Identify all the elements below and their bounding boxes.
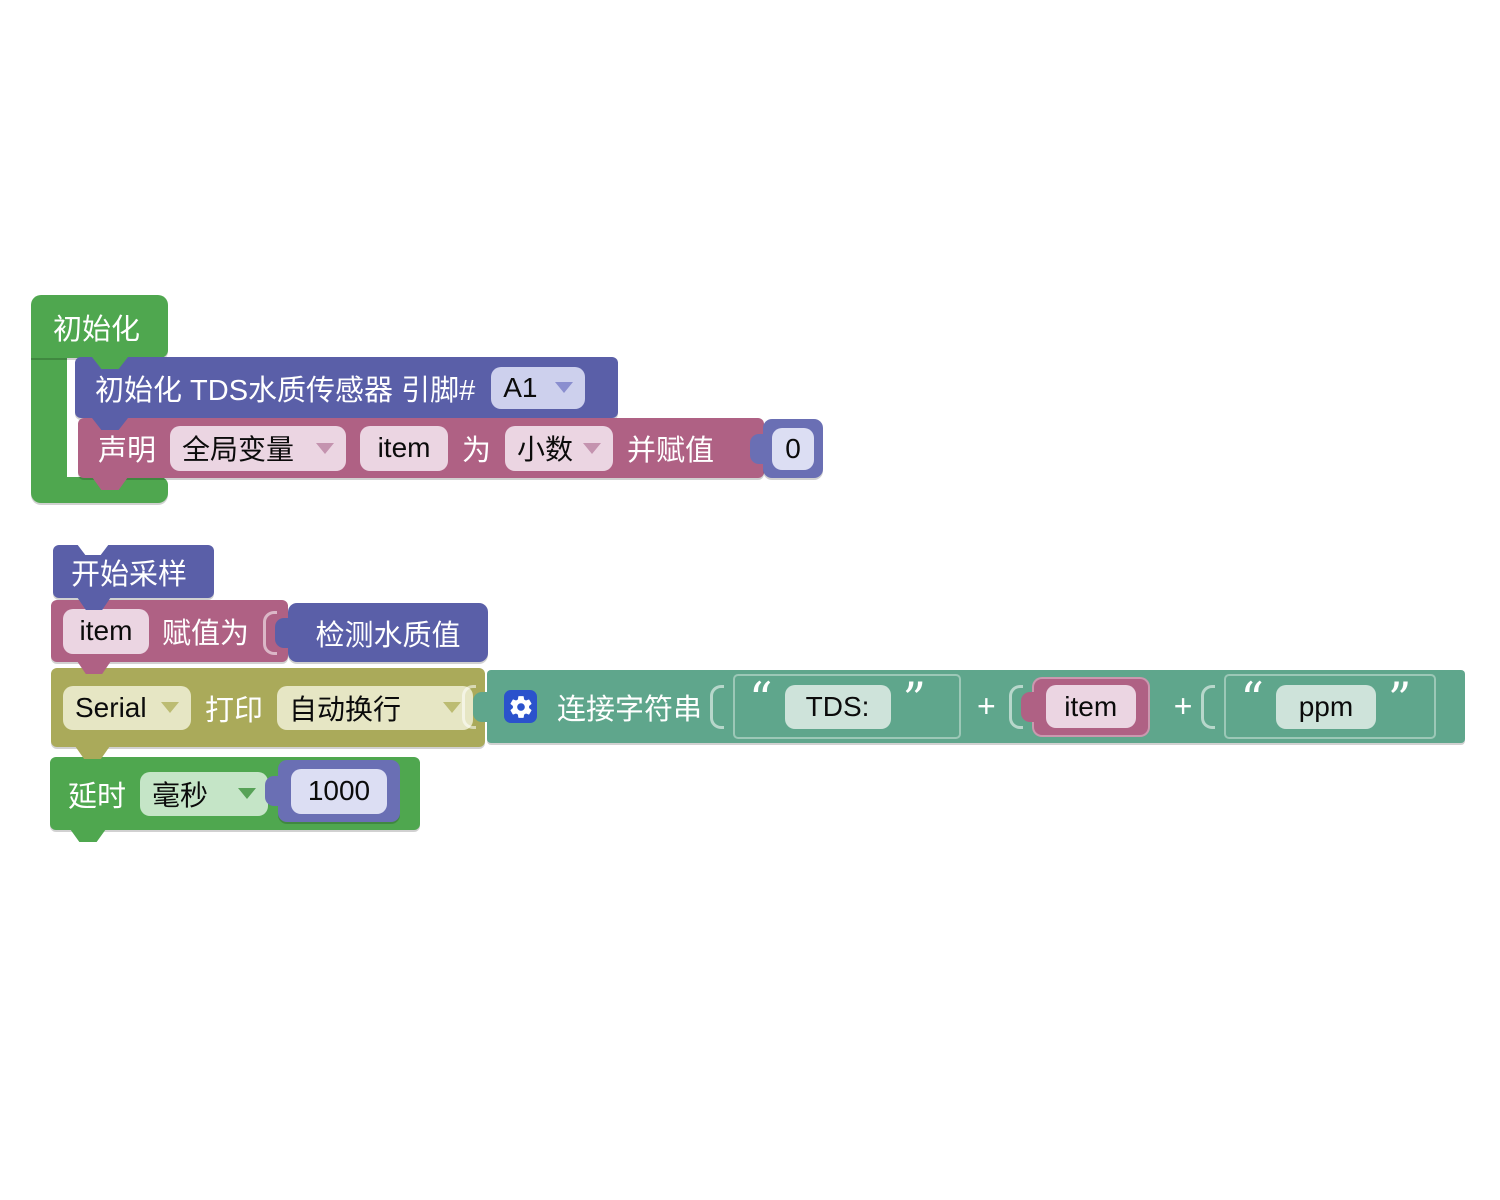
- delay-unit-dropdown[interactable]: 毫秒: [140, 771, 269, 816]
- gear-icon: [509, 695, 532, 718]
- dropdown-arrow-icon: [316, 442, 335, 454]
- variable-field[interactable]: item: [63, 608, 149, 654]
- puzzle-tab: [275, 617, 291, 648]
- plus-operator: +: [977, 688, 996, 724]
- pin-dropdown[interactable]: A1: [491, 366, 586, 409]
- socket-outline: [1008, 684, 1023, 729]
- concat-label: 连接字符串: [557, 693, 703, 726]
- declare-label: 声明: [98, 435, 157, 467]
- delay-unit-value: 毫秒: [152, 779, 209, 811]
- connector-tab: [92, 418, 128, 430]
- number-field-1000[interactable]: 1000: [291, 768, 387, 814]
- connector-tab: [92, 357, 128, 369]
- assign-to-label: 赋值为: [162, 618, 250, 650]
- print-label: 打印: [205, 694, 264, 727]
- item-variable-field[interactable]: item: [1045, 685, 1136, 728]
- dropdown-arrow-icon: [583, 442, 602, 454]
- connector-tab: [70, 829, 106, 842]
- newline-dropdown[interactable]: 自动换行: [277, 685, 474, 730]
- pin-dropdown-value: A1: [503, 371, 538, 403]
- string-block-tds[interactable]: “ TDS: ”: [710, 674, 962, 739]
- string-block-ppm[interactable]: “ ppm ”: [1201, 674, 1437, 739]
- delay-label: 延时: [68, 780, 127, 813]
- water-quality-value-block[interactable]: 检测水质值: [263, 603, 488, 662]
- number-field-zero[interactable]: 0: [772, 427, 814, 470]
- connector-tab: [77, 661, 111, 674]
- socket-outline: [263, 610, 277, 655]
- sample-hat-label: 开始采样: [71, 558, 188, 591]
- connector-tab: [77, 597, 111, 610]
- declare-variable-block[interactable]: 声明 全局变量 item 为 小数 并赋值: [78, 418, 764, 478]
- plus-operator: +: [1173, 688, 1193, 724]
- mutator-gear-button[interactable]: [504, 690, 537, 723]
- assign-label: 并赋值: [627, 435, 715, 467]
- sample-hat-block[interactable]: 开始采样: [53, 544, 214, 598]
- dropdown-arrow-icon: [161, 702, 179, 713]
- serial-print-block[interactable]: Serial 打印 自动换行: [51, 668, 485, 747]
- scope-dropdown[interactable]: 全局变量: [170, 425, 347, 471]
- string-field-tds[interactable]: TDS:: [784, 684, 891, 729]
- item-variable-block[interactable]: item: [1008, 676, 1150, 737]
- type-dropdown-value: 小数: [517, 434, 574, 465]
- init-tds-sensor-block[interactable]: 初始化 TDS水质传感器 引脚# A1: [75, 357, 618, 418]
- as-label: 为: [462, 435, 492, 467]
- connector-tab: [75, 746, 110, 759]
- dropdown-arrow-icon: [555, 382, 574, 393]
- dropdown-arrow-icon: [443, 702, 462, 713]
- dropdown-arrow-icon: [238, 788, 257, 799]
- puzzle-tab: [265, 776, 281, 806]
- socket-outline: [1201, 684, 1216, 729]
- connector-notch: [77, 544, 109, 555]
- puzzle-tab: [750, 433, 766, 464]
- variable-name-field[interactable]: item: [360, 425, 449, 471]
- number-value-block-1000[interactable]: 1000: [265, 760, 400, 822]
- setup-block-spine[interactable]: [31, 340, 67, 480]
- number-value-block-zero[interactable]: 0: [750, 419, 823, 478]
- socket-outline: [710, 684, 725, 729]
- socket-outline: [462, 684, 476, 729]
- init-tds-sensor-label: 初始化 TDS水质传感器 引脚#: [95, 374, 476, 407]
- water-quality-value-label: 检测水质值: [315, 619, 461, 652]
- puzzle-tab: [1020, 691, 1037, 722]
- connector-tab: [92, 477, 128, 490]
- string-field-ppm[interactable]: ppm: [1275, 684, 1376, 729]
- type-dropdown[interactable]: 小数: [505, 425, 614, 471]
- puzzle-tab: [473, 691, 489, 722]
- newline-dropdown-value: 自动换行: [289, 693, 402, 725]
- serial-port-dropdown[interactable]: Serial: [63, 685, 191, 730]
- assign-variable-block[interactable]: item 赋值为: [51, 600, 288, 662]
- serial-port-value: Serial: [75, 691, 147, 723]
- setup-hat-label: 初始化: [53, 313, 141, 346]
- setup-block-hat[interactable]: 初始化: [31, 295, 168, 358]
- concat-string-block[interactable]: 连接字符串 “ TDS: ” + item + “ ppm ”: [462, 670, 1465, 743]
- scope-dropdown-value: 全局变量: [182, 434, 295, 465]
